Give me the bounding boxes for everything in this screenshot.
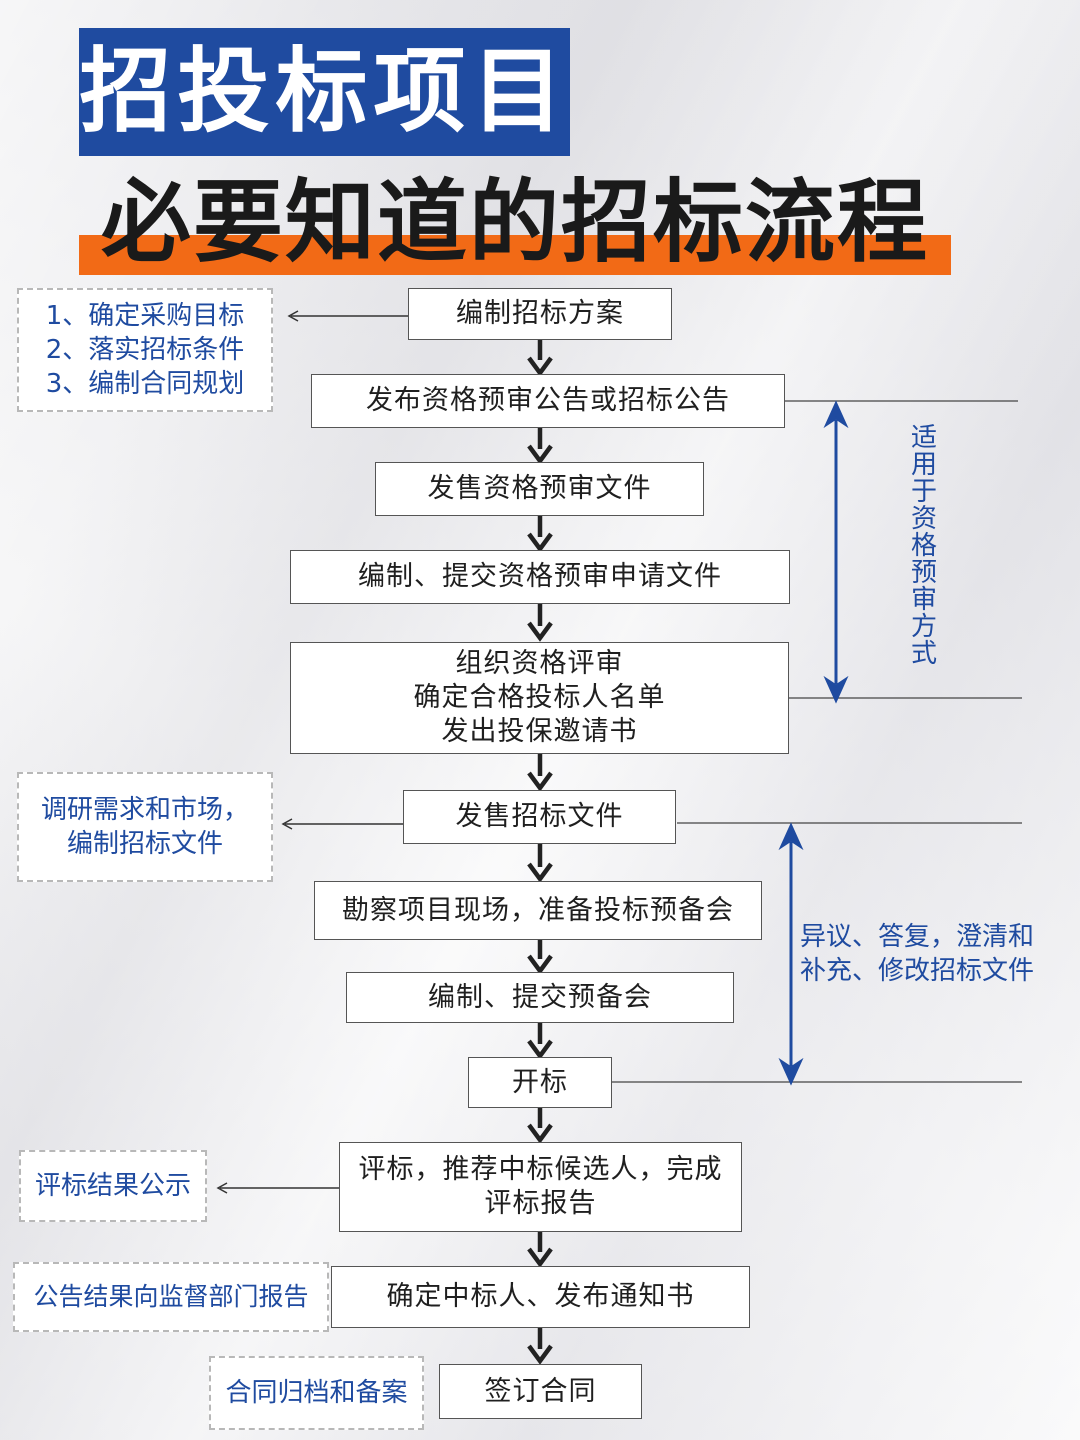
step-sell-prequal-docs: 发售资格预审文件 — [375, 462, 704, 516]
range-arrow-prequal — [823, 400, 849, 704]
step-publish-announcement: 发布资格预审公告或招标公告 — [311, 374, 785, 428]
step-site-survey: 勘察项目现场，准备投标预备会 — [314, 881, 762, 940]
note-result-publicity: 评标结果公示 — [19, 1150, 207, 1222]
title-banner: 招投标项目 — [79, 28, 570, 156]
step-sign-contract: 签订合同 — [439, 1364, 642, 1419]
range-arrow-objection — [778, 822, 804, 1086]
bracket-lines — [612, 400, 1022, 1083]
step-prepare-plan: 编制招标方案 — [408, 288, 672, 340]
label-prequal-method: 适用于资格预审方式 — [910, 423, 937, 669]
step-submit-prebid-meeting: 编制、提交预备会 — [346, 972, 734, 1023]
note-arrows — [216, 310, 408, 1194]
page-title: 招投标项目 — [79, 38, 570, 145]
note-research-market: 调研需求和市场， 编制招标文件 — [17, 772, 273, 882]
subtitle-highlight-bar — [79, 235, 951, 275]
step-bid-evaluation: 评标，推荐中标候选人，完成 评标报告 — [339, 1142, 742, 1232]
page-subtitle: 必要知道的招标流程 — [101, 170, 929, 275]
step-bid-opening: 开标 — [468, 1057, 612, 1108]
down-arrow-1-head — [527, 356, 553, 377]
note-contract-archive: 合同归档和备案 — [209, 1356, 424, 1430]
note-plan-details: 1、确定采购目标 2、落实招标条件 3、编制合同规划 — [17, 288, 273, 412]
step-determine-winner: 确定中标人、发布通知书 — [331, 1266, 750, 1328]
step-sell-tender-docs: 发售招标文件 — [403, 790, 676, 844]
step-submit-prequal-application: 编制、提交资格预审申请文件 — [290, 550, 790, 604]
note-report-supervision: 公告结果向监督部门报告 — [13, 1262, 329, 1332]
label-objection-clarification: 异议、答复，澄清和 补充、修改招标文件 — [800, 922, 1035, 986]
step-arrows — [527, 340, 553, 1365]
step-organize-prequal-review: 组织资格评审 确定合格投标人名单 发出投保邀请书 — [290, 642, 789, 754]
